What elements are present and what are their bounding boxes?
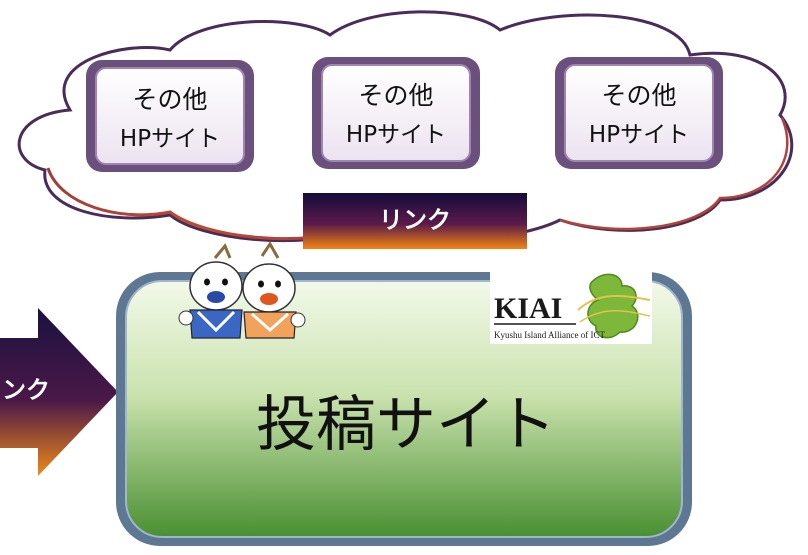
link-banner: リンク <box>303 193 527 249</box>
hp-box-1-line2: HPサイト <box>120 126 220 152</box>
hp-box-2-line2: HPサイト <box>346 122 446 148</box>
left-link-arrow: ンク <box>0 308 118 476</box>
kyushu-island-icon <box>587 273 639 339</box>
post-site-box: 投稿サイト <box>116 272 692 546</box>
hp-box-2-line1: その他 <box>358 81 433 110</box>
hp-site-box-2: その他 HPサイト <box>312 57 480 169</box>
mascot-characters <box>178 241 306 339</box>
kiai-logo: KIAI Kyushu Island Alliance of ICT <box>490 268 652 344</box>
link-banner-label: リンク <box>379 206 451 234</box>
hp-box-3-line1: その他 <box>601 81 676 110</box>
hp-site-box-3: その他 HPサイト <box>555 57 723 169</box>
kiai-logo-tagline: Kyushu Island Alliance of ICT <box>494 330 605 340</box>
hp-box-3-line2: HPサイト <box>589 122 689 148</box>
hp-site-box-1: その他 HPサイト <box>86 60 254 172</box>
kiai-logo-name: KIAI <box>494 292 562 325</box>
left-arrow-label: ンク <box>2 376 50 404</box>
post-site-title: 投稿サイト <box>256 390 556 460</box>
hp-box-1-line1: その他 <box>132 85 207 114</box>
